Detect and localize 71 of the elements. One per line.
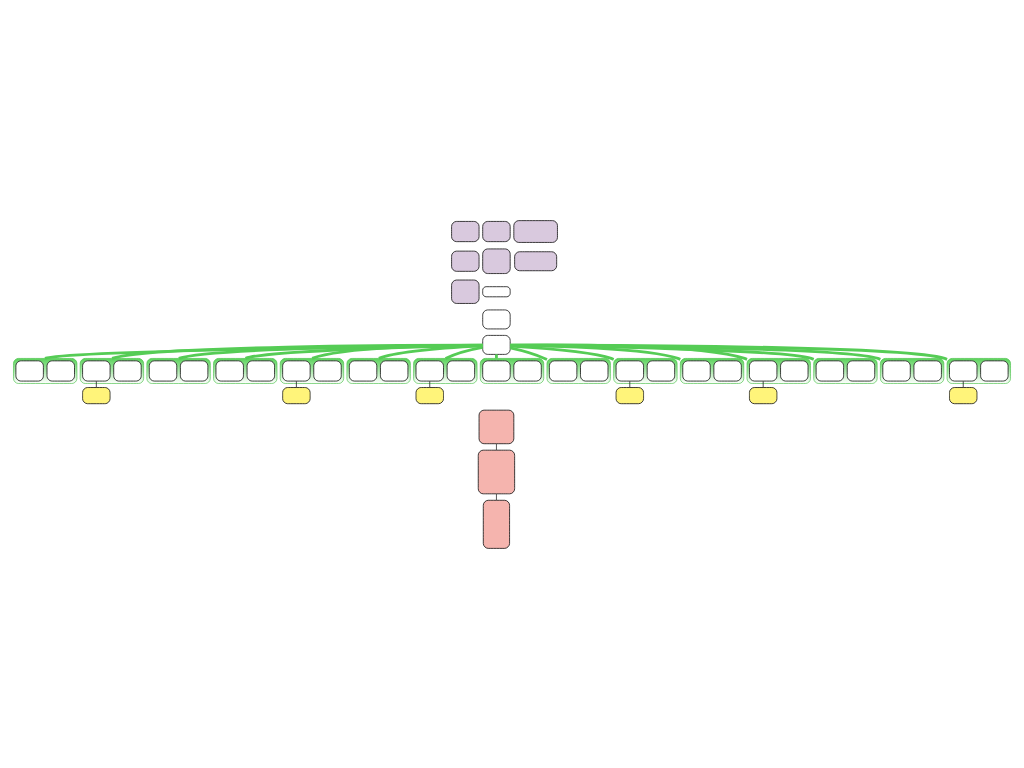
connector — [111, 343, 483, 360]
node-box — [282, 359, 311, 381]
node-box — [646, 359, 676, 381]
connector — [962, 380, 964, 388]
connector — [44, 343, 483, 360]
node-box — [451, 220, 480, 242]
node-box — [348, 359, 378, 381]
connector — [95, 380, 97, 388]
node-box — [15, 359, 44, 381]
connector — [245, 343, 483, 360]
node-box — [82, 386, 111, 404]
node-box — [415, 386, 444, 404]
node-box — [913, 359, 942, 381]
node-box — [215, 359, 244, 381]
connector — [629, 380, 631, 388]
node-box — [548, 359, 578, 381]
node-box — [615, 386, 644, 404]
connector — [296, 380, 297, 388]
node-box — [949, 359, 978, 381]
connector — [510, 343, 815, 361]
node-box — [615, 359, 644, 381]
node-box — [882, 359, 911, 381]
node-box — [180, 359, 209, 381]
node-box — [846, 359, 876, 381]
node-box — [580, 359, 609, 381]
node-box — [482, 248, 511, 274]
connector — [378, 344, 483, 360]
node-box — [451, 279, 480, 304]
connector — [495, 353, 498, 358]
node-box — [482, 285, 511, 297]
connector — [496, 493, 497, 501]
connector — [762, 380, 764, 388]
connector — [510, 343, 881, 361]
node-box — [246, 359, 275, 381]
node-box — [780, 359, 809, 381]
node-box — [514, 250, 558, 271]
connector — [429, 380, 431, 388]
node-box — [980, 359, 1009, 381]
node-box — [446, 359, 476, 381]
node-box — [713, 359, 742, 381]
node-box — [682, 359, 711, 381]
node-box — [148, 359, 178, 381]
connector — [510, 343, 748, 361]
connector — [311, 343, 483, 360]
node-box — [482, 499, 510, 549]
connector — [510, 343, 948, 361]
node-box — [282, 386, 311, 404]
node-box — [749, 359, 778, 381]
node-box — [380, 359, 409, 381]
node-box — [513, 219, 558, 243]
connector — [496, 442, 497, 451]
node-box — [749, 386, 778, 404]
node-box — [815, 359, 844, 381]
connector — [509, 345, 548, 361]
node-box — [477, 449, 516, 494]
node-box — [482, 359, 511, 381]
node-box — [482, 309, 511, 329]
node-box — [513, 359, 542, 381]
node-box — [482, 220, 511, 242]
node-box — [82, 359, 111, 381]
connector — [510, 344, 615, 361]
node-box — [478, 409, 515, 444]
connector — [444, 345, 483, 360]
node-box — [451, 250, 480, 272]
node-box — [949, 386, 978, 404]
node-box — [482, 334, 511, 355]
node-box — [113, 359, 142, 381]
connector — [178, 343, 483, 360]
node-box — [415, 359, 444, 381]
node-box — [313, 359, 342, 381]
node-box — [46, 359, 75, 381]
